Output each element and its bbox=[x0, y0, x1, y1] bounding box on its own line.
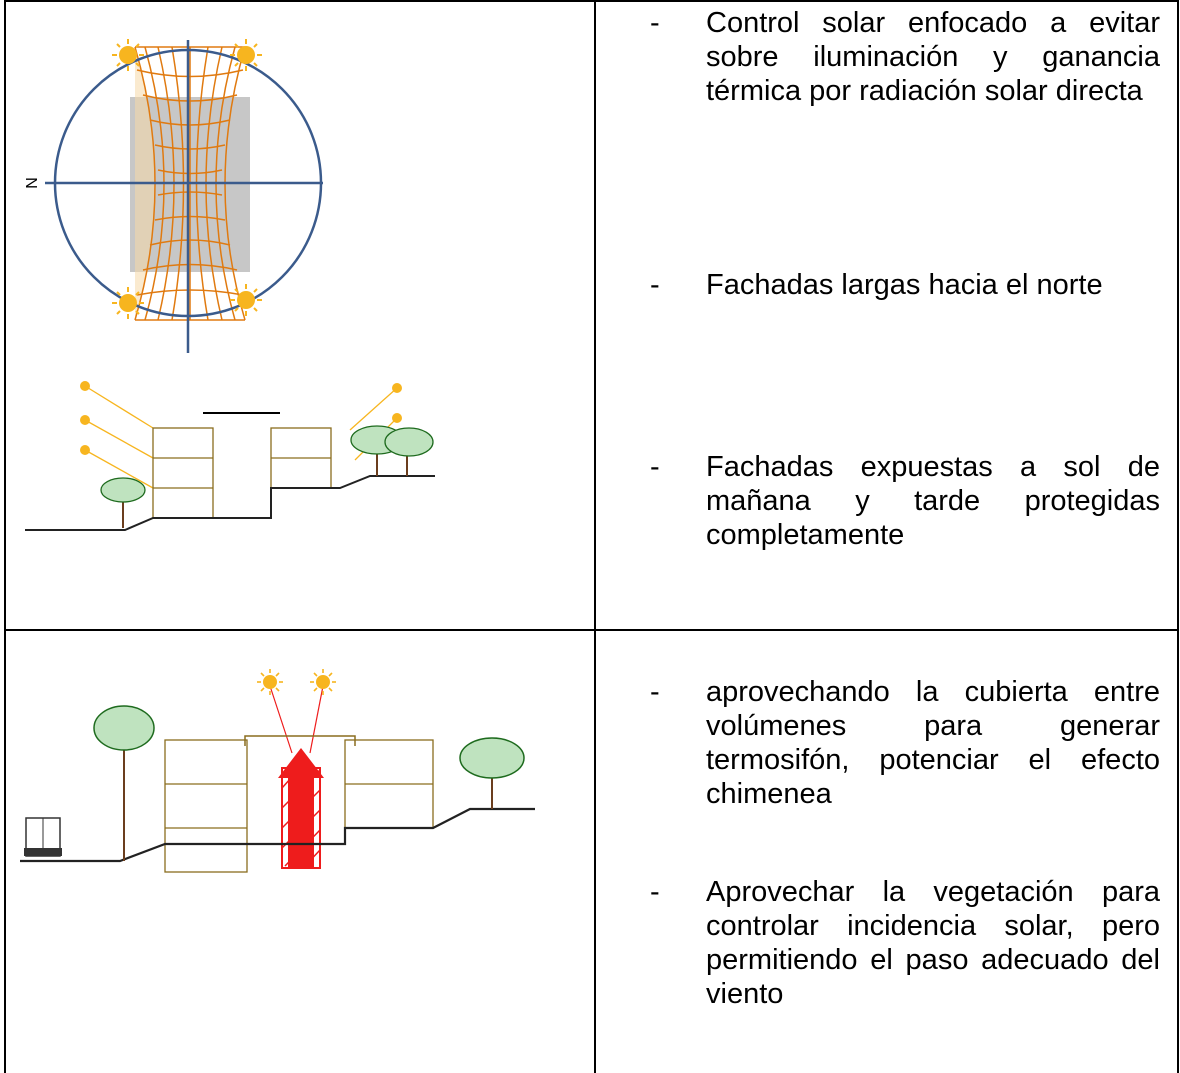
sun-icon bbox=[230, 284, 262, 316]
row1-text-cell: - Control solar enfocado a evitar sobre … bbox=[650, 0, 1160, 629]
list-item: - Fachadas expuestas a sol de mañana y t… bbox=[650, 450, 1160, 552]
building-volume-right bbox=[270, 427, 332, 489]
terrain-profile bbox=[20, 807, 535, 863]
sun-icon bbox=[230, 39, 262, 71]
terrain-profile bbox=[25, 475, 435, 531]
list-item-text: Fachadas expuestas a sol de mañana y tar… bbox=[706, 451, 1160, 551]
building-volume-left bbox=[152, 427, 214, 519]
bullet-dash: - bbox=[650, 269, 660, 301]
roof-cover-between-volumes bbox=[244, 735, 356, 746]
sun-ray-lines bbox=[84, 385, 398, 489]
bullet-dash: - bbox=[650, 7, 660, 39]
list-item: - Fachadas largas hacia el norte bbox=[650, 268, 1160, 302]
table-row-divider bbox=[4, 629, 1179, 631]
row2-text-cell: - aprovechando la cubierta entre volúmen… bbox=[650, 631, 1160, 1073]
list-item: - aprovechando la cubierta entre volúmen… bbox=[650, 675, 1160, 811]
tree-icon bbox=[459, 737, 525, 809]
vehicle-icon bbox=[24, 817, 62, 857]
sun-icon bbox=[112, 39, 144, 71]
sun-icon bbox=[257, 669, 283, 695]
table-border-right bbox=[1177, 0, 1179, 1073]
list-item: - Control solar enfocado a evitar sobre … bbox=[650, 6, 1160, 108]
table-column-divider bbox=[594, 0, 596, 1073]
building-volume-left bbox=[164, 739, 248, 873]
sun-icon bbox=[310, 669, 336, 695]
tree-icon bbox=[384, 427, 434, 476]
sun-icon bbox=[112, 287, 144, 319]
sun-ray-lines bbox=[269, 685, 324, 754]
list-item-text: Aprovechar la vegetación para controlar … bbox=[706, 876, 1160, 1010]
compass-north-label: N bbox=[25, 177, 41, 189]
airflow-up-arrow bbox=[278, 748, 324, 868]
list-item: - Aprovechar la vegetación para controla… bbox=[650, 875, 1160, 1011]
bullet-dash: - bbox=[650, 876, 660, 908]
list-item-text: Control solar enfocado a evitar sobre il… bbox=[706, 7, 1160, 107]
list-item-text: aprovechando la cubierta entre volúmenes… bbox=[706, 676, 1160, 810]
bullet-dash: - bbox=[650, 451, 660, 483]
section-sun-shading-diagram bbox=[25, 381, 435, 531]
list-item-text: Fachadas largas hacia el norte bbox=[706, 269, 1103, 301]
bullet-dash: - bbox=[650, 676, 660, 708]
tree-icon bbox=[93, 705, 155, 861]
section-chimney-effect-diagram bbox=[20, 669, 535, 873]
building-volume-right bbox=[344, 739, 434, 829]
tree-icon bbox=[100, 477, 146, 528]
sun-icon bbox=[80, 381, 402, 455]
sun-path-diagram: N bbox=[25, 39, 323, 353]
table-border-left bbox=[4, 0, 6, 1073]
table-border-top bbox=[4, 0, 1179, 2]
